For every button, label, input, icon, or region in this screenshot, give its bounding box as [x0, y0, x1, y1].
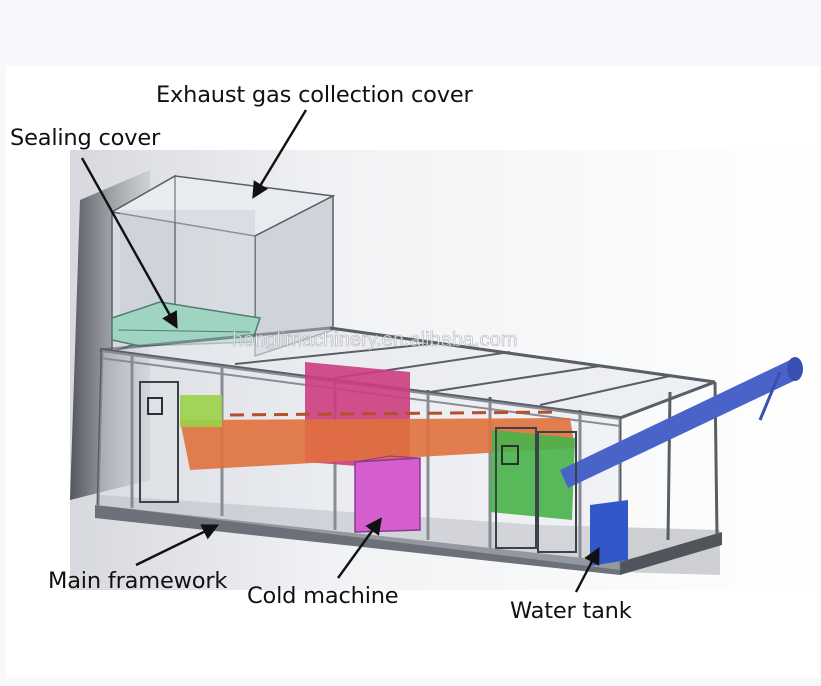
label-water-tank: Water tank: [510, 598, 632, 624]
label-exhaust-gas-collection-cover: Exhaust gas collection cover: [156, 82, 473, 108]
exhaust-cover-arrow: [252, 109, 308, 199]
label-cold-machine: Cold machine: [247, 583, 399, 609]
doors: [139, 381, 577, 553]
green-box-left: [180, 395, 222, 427]
main-framework-arrow: [135, 524, 220, 567]
label-sealing-cover: Sealing cover: [10, 125, 161, 151]
floor-front: [95, 505, 620, 575]
floor-right: [620, 532, 722, 575]
label-main-framework: Main framework: [48, 568, 228, 594]
screw-conveyor: [560, 360, 800, 488]
conveyor: [180, 418, 575, 470]
watermark: honglimachinery.en.alibaba.com: [232, 329, 518, 352]
green-box-right: [490, 430, 575, 520]
cold-machine: [354, 457, 421, 533]
sealing-cover-arrow: [80, 157, 178, 329]
floor: [95, 495, 720, 575]
water-tank-arrow: [574, 547, 600, 593]
cold-machine-arrow: [337, 517, 382, 579]
